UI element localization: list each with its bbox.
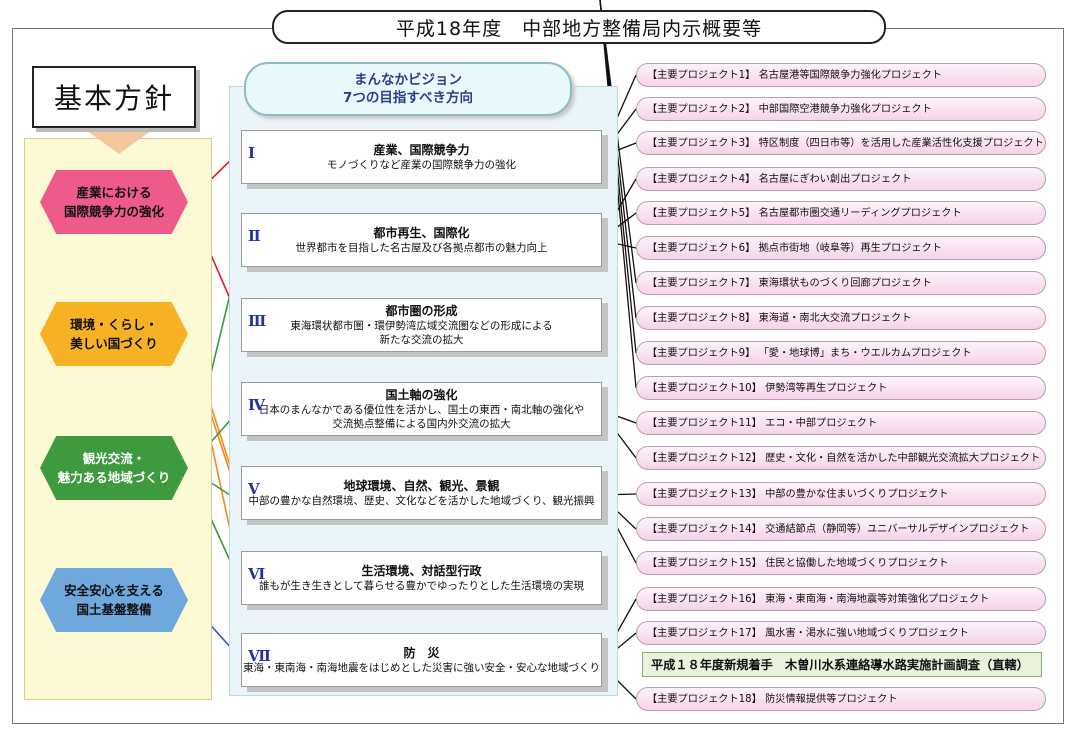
goal-number: Ⅳ <box>248 396 266 414</box>
project-item-2: 【主要プロジェクト2】 中部国際空港競争力強化プロジェクト <box>636 97 1046 121</box>
down-arrow-icon <box>86 130 152 154</box>
policy-line1: 環境・くらし・ <box>70 317 158 332</box>
project-item-13: 【主要プロジェクト13】 中部の豊かな住まいづくりプロジェクト <box>636 482 1046 506</box>
project-item-6: 【主要プロジェクト6】 拠点市街地（岐阜等）再生プロジェクト <box>636 236 1046 260</box>
vision-line2: 7つの目指すべき方向 <box>343 90 473 106</box>
vision-header: まんなかビジョン 7つの目指すべき方向 <box>244 62 572 116</box>
policy-line2: 国際競争力の強化 <box>63 204 164 219</box>
project-item-9: 【主要プロジェクト9】 「愛・地球博」まち・ウエルカムプロジェクト <box>636 341 1046 365</box>
project-item-3: 【主要プロジェクト3】 特区制度（四日市等）を活用した産業活性化支援プロジェクト <box>636 131 1046 155</box>
policy-line2: 魅力ある地域づくり <box>57 470 171 485</box>
policy-environment: 環境・くらし・美しい国づくり <box>40 302 188 366</box>
project-item-11: 【主要プロジェクト11】 エコ・中部プロジェクト <box>636 411 1046 435</box>
goal-box-1: 産業、国際競争力モノづくりなど産業の国際競争力の強化 <box>241 130 602 184</box>
goal-desc: 交流拠点整備による国内外交流の拡大 <box>332 417 511 430</box>
goal-box-2: 都市再生、国際化世界都市を目指した名古屋及び各拠点都市の魅力向上 <box>241 213 602 267</box>
project-item-7: 【主要プロジェクト7】 東海環状ものづくり回廊プロジェクト <box>636 271 1046 295</box>
project-item-16: 【主要プロジェクト16】 東海・東南海・南海地震等対策強化プロジェクト <box>636 587 1046 611</box>
goal-desc: 誰もが生き生きとして暮らせる豊かでゆったりとした生活環境の実現 <box>259 579 584 592</box>
goal-number: Ⅱ <box>248 227 261 245</box>
kihon-title: 基本方針 <box>32 66 196 128</box>
project-item-18: 【主要プロジェクト18】 防災情報提供等プロジェクト <box>636 687 1046 711</box>
policy-line2: 国土基盤整備 <box>76 602 152 617</box>
goal-desc: 新たな交流の拡大 <box>379 333 464 346</box>
policy-industry: 産業における国際競争力の強化 <box>40 170 188 234</box>
goal-desc: 東海環状都市圏・環伊勢湾広域交流圏などの形成による <box>290 319 553 332</box>
page-title: 平成18年度 中部地方整備局内示概要等 <box>272 10 886 44</box>
goal-desc: 日本のまんなかである優位性を活かし、国土の東西・南北軸の強化や <box>258 403 585 416</box>
project-item-10: 【主要プロジェクト10】 伊勢湾等再生プロジェクト <box>636 376 1046 400</box>
policy-line2: 美しい国づくり <box>70 336 158 351</box>
goal-box-4: 国土軸の強化日本のまんなかである優位性を活かし、国土の東西・南北軸の強化や交流拠… <box>241 382 602 436</box>
policy-safety: 安全安心を支える国土基盤整備 <box>40 568 188 632</box>
goal-desc: 中部の豊かな自然環境、歴史、文化などを活かした地域づくり、観光振興 <box>248 494 595 507</box>
goal-title: 都市圏の形成 <box>385 303 458 318</box>
vision-line1: まんなかビジョン <box>354 72 462 88</box>
goal-number: Ⅲ <box>248 312 267 330</box>
project-item-1: 【主要プロジェクト1】 名古屋港等国際競争力強化プロジェクト <box>636 63 1046 87</box>
new-start-bar: 平成１８年度新規着手 木曽川水系連絡導水路実施計画調査（直轄） <box>642 652 1042 677</box>
goal-number: Ⅴ <box>248 480 260 498</box>
goal-number: Ⅶ <box>248 647 271 665</box>
project-item-14: 【主要プロジェクト14】 交通結節点（静岡等）ユニバーサルデザインプロジェクト <box>636 517 1046 541</box>
goal-title: 国土軸の強化 <box>385 387 458 402</box>
goal-title: 生活環境、対話型行政 <box>361 563 482 578</box>
project-item-15: 【主要プロジェクト15】 住民と協働した地域づくりプロジェクト <box>636 551 1046 575</box>
goal-desc: モノづくりなど産業の国際競争力の強化 <box>327 158 516 171</box>
goal-box-5: 地球環境、自然、観光、景観中部の豊かな自然環境、歴史、文化などを活かした地域づく… <box>241 466 602 520</box>
goal-title: 都市再生、国際化 <box>373 225 470 240</box>
project-item-12: 【主要プロジェクト12】 歴史・文化・自然を活かした中部観光交流拡大プロジェクト <box>636 446 1046 470</box>
goal-box-6: 生活環境、対話型行政誰もが生き生きとして暮らせる豊かでゆったりとした生活環境の実… <box>241 551 602 605</box>
policy-tourism: 観光交流・魅力ある地域づくり <box>40 436 188 500</box>
link-goal3-project10 <box>599 0 637 389</box>
policy-line1: 産業における <box>76 185 152 200</box>
goal-number: Ⅰ <box>248 144 256 162</box>
project-item-17: 【主要プロジェクト17】 風水害・渇水に強い地域づくりプロジェクト <box>636 621 1046 645</box>
goal-title: 防 災 <box>403 645 440 660</box>
goal-number: Ⅵ <box>248 565 266 583</box>
goal-title: 地球環境、自然、観光、景観 <box>343 478 500 493</box>
goal-box-3: 都市圏の形成東海環状都市圏・環伊勢湾広域交流圏などの形成による新たな交流の拡大 <box>241 298 602 352</box>
goal-desc: 世界都市を目指した名古屋及び各拠点都市の魅力向上 <box>295 241 548 254</box>
goal-desc: 東海・東南海・南海地震をはじめとした災害に強い安全・安心な地域づくり <box>243 661 600 674</box>
project-item-5: 【主要プロジェクト5】 名古屋都市圏交通リーディングプロジェクト <box>636 201 1046 225</box>
link-goal3-project7 <box>599 0 637 284</box>
goal-title: 産業、国際競争力 <box>373 142 470 157</box>
goal-box-7: 防 災東海・東南海・南海地震をはじめとした災害に強い安全・安心な地域づくり <box>241 633 602 687</box>
policy-line1: 観光交流・ <box>82 451 146 466</box>
policy-line1: 安全安心を支える <box>64 583 164 598</box>
project-item-8: 【主要プロジェクト8】 東海道・南北大交流プロジェクト <box>636 306 1046 330</box>
project-item-4: 【主要プロジェクト4】 名古屋にぎわい創出プロジェクト <box>636 167 1046 191</box>
